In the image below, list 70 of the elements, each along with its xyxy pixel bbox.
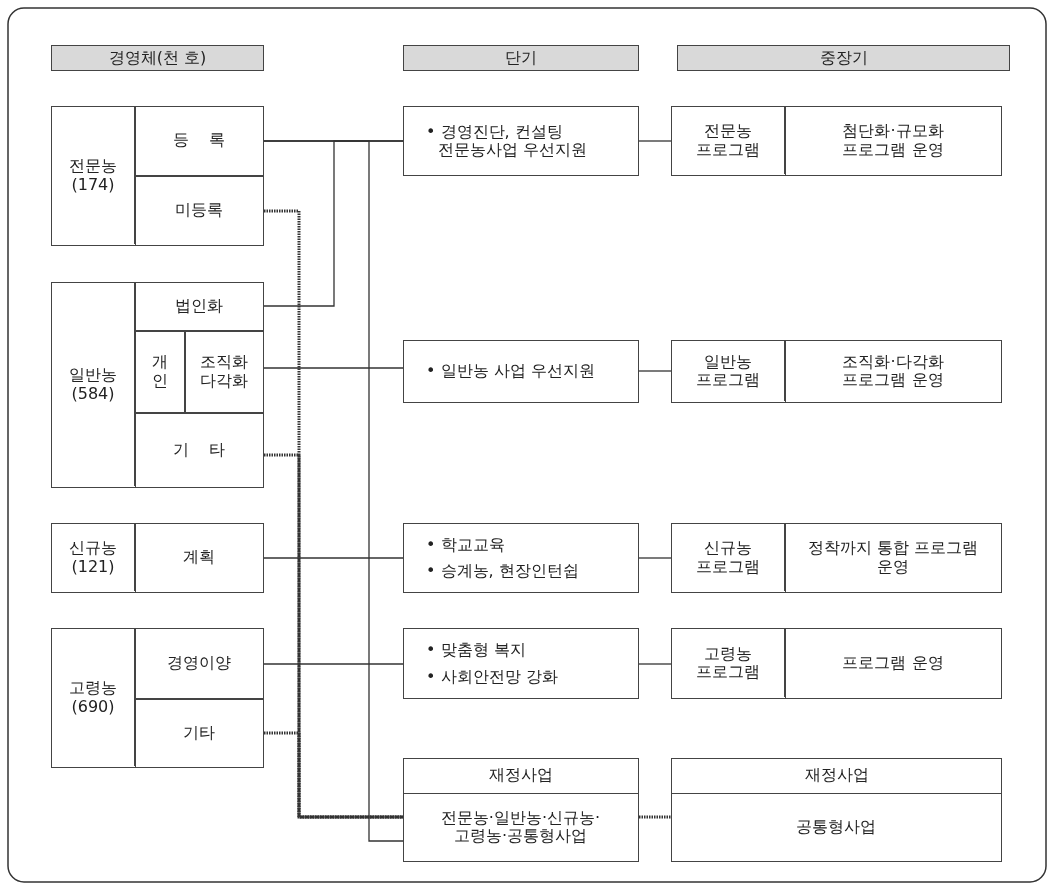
label-text: 고령농 프로그램 [695, 644, 761, 682]
group-box [51, 282, 264, 488]
column-header [403, 45, 639, 71]
label-text: 미등록 [175, 201, 223, 220]
header-text: 경영체(천 호) [108, 48, 207, 68]
category-cell [134, 698, 264, 768]
label-text: 일반농 프로그램 [695, 352, 761, 390]
category-cell [184, 330, 264, 413]
header-text: 단기 [505, 48, 537, 68]
measure-box [403, 340, 639, 403]
dotted-connector [639, 815, 671, 819]
bullet-item: • 경영진단, 컨설팅 전문농사업 우선지원 [426, 122, 589, 160]
label-text: 조직화 다각화 [199, 353, 249, 390]
label-text: 프로그램 운영 [842, 653, 944, 673]
label-text: 전문농·일반농·신규농· 고령농·공통형사업 [439, 808, 602, 846]
label-text: 일반농 (584) [68, 366, 118, 403]
label-text: 전문농 프로그램 [695, 122, 761, 159]
bullet-item: • 사회안전망 강화 [426, 667, 558, 686]
measure-box [403, 106, 639, 176]
group-box [671, 340, 1002, 403]
connector-line [263, 663, 404, 665]
label-text: 신규농 (121) [68, 539, 118, 576]
bullet-item: • 일반농 사업 우선지원 [426, 362, 595, 381]
dotted-connector [264, 453, 403, 819]
connector-line [638, 557, 672, 559]
category-cell [134, 412, 264, 488]
category-cell [134, 175, 264, 246]
label-text: 계획 [183, 548, 215, 567]
label-text: 첨단화·규모화 프로그램 운영 [841, 122, 945, 159]
dotted-connector [264, 731, 403, 819]
label-text: 고령농 (690) [68, 679, 118, 716]
bullet-item: • 승계농, 현장인턴쉽 [426, 562, 579, 581]
label-text: 법인화 [175, 296, 223, 316]
label-text: 재정사업 [804, 765, 869, 785]
category-cell [134, 105, 264, 176]
group-box [671, 106, 1002, 176]
column-header [51, 45, 264, 71]
group-box [671, 628, 1002, 699]
label-text: 정착까지 통합 프로그램 운영 [806, 539, 980, 576]
connector-line [263, 367, 404, 369]
bullet-item: • 학교교육 [426, 535, 505, 554]
connector-line [638, 140, 672, 142]
group-box [671, 523, 1002, 593]
label-text: 전문농 (174) [68, 157, 118, 194]
label-text: 기타 [183, 723, 215, 743]
header-text: 중장기 [819, 48, 868, 68]
column-header [677, 45, 1010, 71]
bullet-item: • 맞춤형 복지 [426, 641, 526, 660]
label-text: 신규농 프로그램 [695, 539, 761, 576]
group-box [671, 758, 1002, 862]
connector-line [263, 140, 404, 307]
label-text: 재정사업 [489, 765, 553, 785]
label-text: 개인 [150, 353, 169, 390]
category-cell [134, 627, 264, 699]
connector-line [638, 663, 672, 665]
category-cell [134, 330, 185, 413]
label-text: 경영이양 [167, 653, 231, 673]
label-text: 기 타 [173, 440, 225, 460]
connector-line [638, 370, 672, 372]
connector-line [263, 557, 404, 559]
label-text: 공통형사업 [796, 817, 876, 837]
category-cell [134, 281, 264, 331]
group-box [403, 758, 639, 862]
measure-box [403, 628, 639, 699]
measure-box [403, 523, 639, 593]
group-box [51, 628, 264, 768]
label-text: 조직화·다각화 프로그램 운영 [841, 352, 945, 390]
group-box [51, 106, 264, 246]
label-text: 등 록 [173, 131, 225, 150]
group-box [51, 523, 264, 593]
